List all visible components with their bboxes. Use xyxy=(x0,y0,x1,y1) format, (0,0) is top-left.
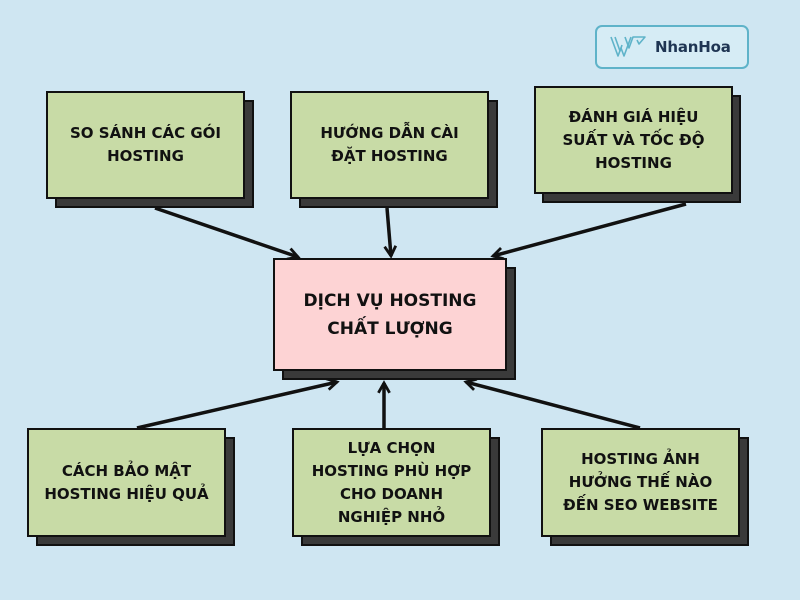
brand-name: NhanHoa xyxy=(655,38,731,56)
node-label: CÁCH BẢO MẬT HOSTING HIỆU QUẢ xyxy=(27,428,226,537)
nhanhoa-logo-icon xyxy=(610,36,646,57)
central-topic-label: DỊCH VỤ HOSTING CHẤT LƯỢNG xyxy=(273,258,507,371)
node-label: LỰA CHỌN HOSTING PHÙ HỢP CHO DOANH NGHIỆ… xyxy=(292,428,491,537)
arrow-bottom-right xyxy=(463,377,641,430)
arrow-bottom-left xyxy=(136,377,340,430)
node-label: SO SÁNH CÁC GÓI HOSTING xyxy=(46,91,245,199)
arrow-top-left xyxy=(154,206,301,261)
node-label: ĐÁNH GIÁ HIỆU SUẤT VÀ TỐC ĐỘ HOSTING xyxy=(534,86,733,194)
arrow-top-middle xyxy=(383,207,398,259)
arrow-top-right xyxy=(490,202,687,261)
nhanhoa-logo[interactable]: NhanHoa xyxy=(595,25,749,69)
node-label: HƯỚNG DẪN CÀI ĐẶT HOSTING xyxy=(290,91,489,199)
node-label: HOSTING ẢNH HƯỞNG THẾ NÀO ĐẾN SEO WEBSIT… xyxy=(541,428,740,537)
